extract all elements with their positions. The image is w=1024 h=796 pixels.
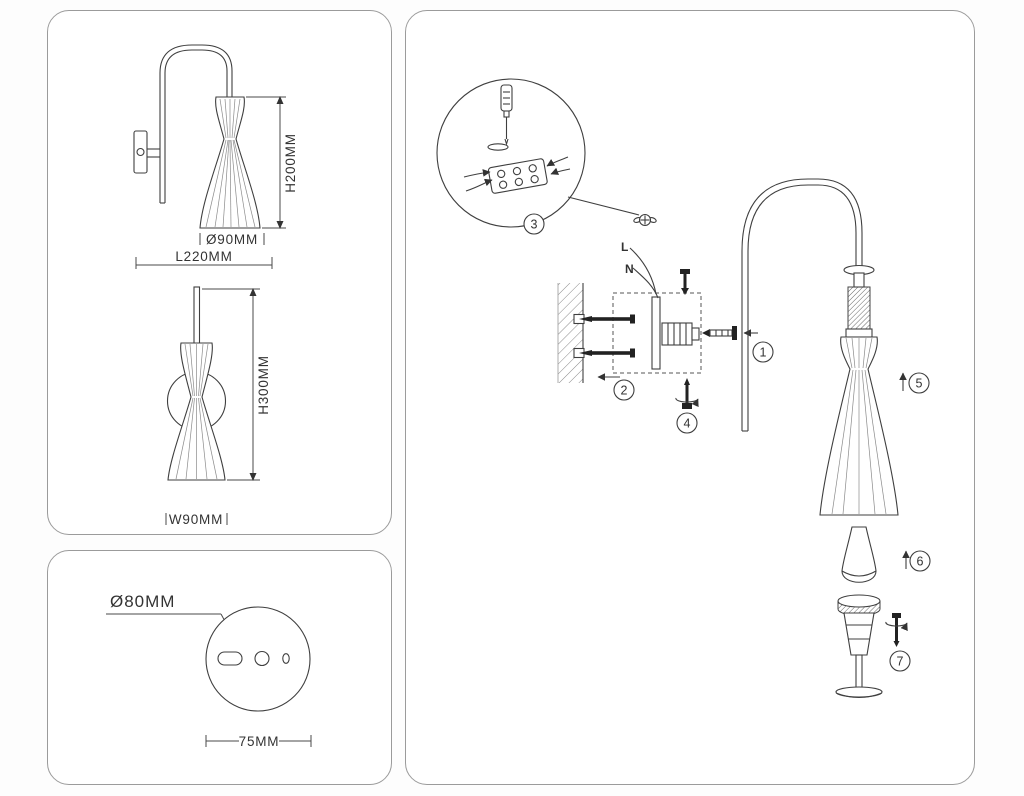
stem-front xyxy=(193,286,201,345)
detail-circle xyxy=(436,78,586,228)
holder-rod xyxy=(855,654,863,690)
width-75-label: 75MM xyxy=(239,734,280,749)
assembly-panel: 3 xyxy=(405,10,975,785)
dimension-75: 75MM xyxy=(205,734,312,749)
svg-text:3: 3 xyxy=(531,218,538,232)
step-3-badge: 3 xyxy=(523,213,545,235)
ground-screw-icon xyxy=(633,213,657,227)
height-200-label: H200MM xyxy=(283,133,298,193)
lamp-arm xyxy=(741,178,863,432)
dimension-w90: W90MM xyxy=(165,512,228,527)
wire-arrows xyxy=(463,156,571,192)
dimension-h200: H200MM xyxy=(246,96,298,229)
shade-pleats xyxy=(831,337,887,515)
lamp-front-view: H300MM W90MM xyxy=(165,286,271,527)
top-screw xyxy=(680,269,690,295)
wiring-detail-callout: 3 xyxy=(436,78,640,235)
step-5-badge xyxy=(908,372,930,394)
lamp-side-view: H200MM Ø90MM L220MM xyxy=(133,44,298,269)
base-detail-panel: Ø80MM 75MM xyxy=(47,550,392,785)
mounting-screw xyxy=(579,314,635,324)
step-2: 2 xyxy=(597,373,635,401)
dimensions-drawing: H200MM Ø90MM L220MM xyxy=(133,44,298,527)
wall-plate-screw xyxy=(136,147,145,157)
curved-arm-outer xyxy=(159,44,233,203)
step-6-badge xyxy=(909,550,931,572)
step-4: 4 xyxy=(675,378,699,434)
svg-text:6: 6 xyxy=(917,555,924,569)
base-callout: Ø80MM xyxy=(106,592,311,712)
svg-text:1: 1 xyxy=(760,346,767,360)
step-4-badge xyxy=(676,412,698,434)
rotate-arrow xyxy=(675,397,699,408)
mounting-side-hole xyxy=(282,653,290,664)
bracket-outline xyxy=(612,292,702,374)
step-7: 7 xyxy=(885,613,911,672)
lamp-socket-thread xyxy=(843,264,875,338)
screwdriver-icon xyxy=(500,84,513,146)
wire-neutral-label: N xyxy=(625,262,634,276)
svg-text:2: 2 xyxy=(621,384,628,398)
supply-wires: L N xyxy=(621,213,659,299)
rotate-arrow xyxy=(885,621,908,632)
washer-icon xyxy=(487,143,509,151)
height-300-label: H300MM xyxy=(256,355,271,415)
bracket-plate xyxy=(651,296,661,370)
width-90-label: W90MM xyxy=(169,512,223,527)
assembly-drawing: 3 xyxy=(436,78,931,699)
diameter-80-label: Ø80MM xyxy=(110,592,175,611)
dimension-d90: Ø90MM xyxy=(199,232,265,247)
shade-pleats-front xyxy=(175,343,218,480)
mounting-screw xyxy=(579,348,635,358)
shade-pleats-side xyxy=(205,98,256,228)
step-1-badge xyxy=(752,341,774,363)
dimension-h300: H300MM xyxy=(202,288,271,481)
inner-diffuser xyxy=(841,526,877,583)
svg-text:7: 7 xyxy=(897,655,904,669)
lamp-shade xyxy=(819,336,899,516)
dimensions-panel: H200MM Ø90MM L220MM xyxy=(47,10,392,535)
base-detail-drawing: Ø80MM 75MM xyxy=(106,592,312,749)
curved-arm-inner xyxy=(164,49,228,203)
step-2-badge xyxy=(613,379,635,401)
mounting-center-hole xyxy=(254,650,270,667)
diameter-90-label: Ø90MM xyxy=(206,232,258,247)
dimension-l220: L220MM xyxy=(135,249,273,269)
svg-text:5: 5 xyxy=(916,377,923,391)
callout-leader-line xyxy=(567,196,640,216)
step-1: 1 xyxy=(702,326,774,363)
bulb-holder xyxy=(835,594,883,699)
fixing-screw xyxy=(702,326,737,340)
step-5: 5 xyxy=(899,372,930,394)
length-220-label: L220MM xyxy=(175,249,232,264)
wire-live-label: L xyxy=(621,240,628,254)
wall-section xyxy=(557,283,585,383)
mounting-bracket xyxy=(579,269,702,374)
svg-text:4: 4 xyxy=(684,417,691,431)
step-6: 6 xyxy=(902,550,931,572)
step-7-badge xyxy=(889,650,911,672)
mounting-slot xyxy=(217,651,243,666)
socket-holder xyxy=(661,322,700,346)
